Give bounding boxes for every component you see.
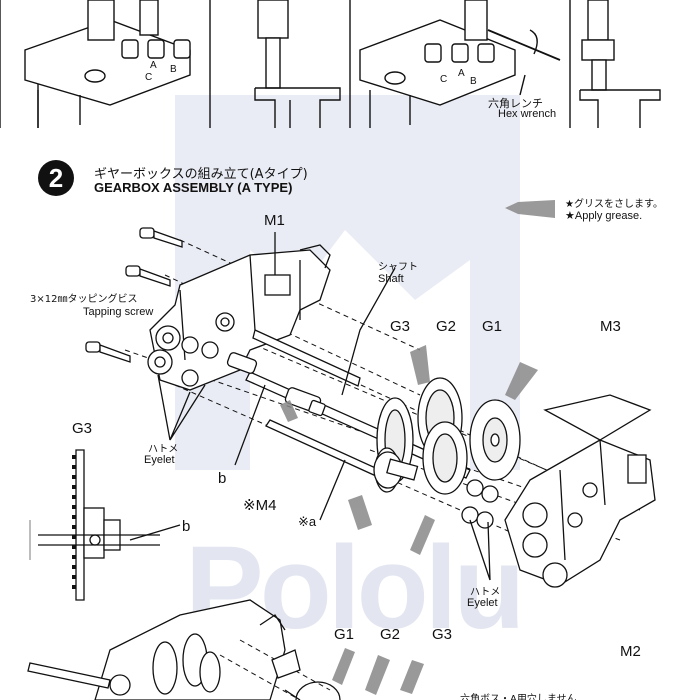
- grease-legend-jp: ★グリスをさします。: [565, 199, 663, 210]
- label-bottom-g2: G2: [380, 626, 401, 643]
- label-eyelet-en: Eyelet: [144, 454, 175, 466]
- pin-label-b1: B: [170, 64, 177, 75]
- label-g3-detail: G3: [72, 420, 93, 437]
- label-b-upper: b: [218, 470, 227, 487]
- step-title-jp: ギヤーボックスの組み立て(Aタイプ): [94, 167, 308, 182]
- label-b-lower: b: [182, 518, 191, 535]
- pin-label-b2: B: [470, 76, 477, 87]
- label-bottom-g3: G3: [432, 626, 453, 643]
- label-m4: ※M4: [243, 497, 277, 514]
- pin-label-c1: C: [145, 72, 153, 83]
- pin-label-a1: A: [150, 60, 157, 71]
- pin-label-c2: C: [440, 74, 448, 85]
- label-eyelet2-jp: ハトメ: [470, 587, 501, 598]
- label-m3: M3: [600, 318, 621, 335]
- grease-legend-en: ★Apply grease.: [565, 210, 643, 222]
- label-m1: M1: [264, 212, 285, 229]
- label-g2: G2: [436, 318, 457, 335]
- label-g3: G3: [390, 318, 411, 335]
- label-a: ※a: [298, 514, 317, 529]
- label-bottom-g1: G1: [334, 626, 355, 643]
- label-g1: G1: [482, 318, 503, 335]
- hex-wrench-label-jp: 六角レンチ: [488, 97, 543, 110]
- pin-label-a2: A: [458, 68, 465, 79]
- step-title-en: GEARBOX ASSEMBLY (A TYPE): [94, 180, 293, 195]
- label-eyelet-jp: ハトメ: [148, 444, 179, 455]
- step-number-badge: 2: [38, 160, 74, 196]
- label-m2: M2: [620, 643, 641, 660]
- label-screw-en: Tapping screw: [83, 306, 154, 318]
- hex-wrench-label-en: Hex wrench: [498, 108, 557, 120]
- label-shaft-jp: シャフト: [378, 262, 418, 273]
- label-eyelet2-en: Eyelet: [467, 597, 498, 609]
- label-screw-jp: 3×12㎜タッピングビス: [30, 294, 138, 305]
- bottom-note-jp: 六角ボス・A用穴しません: [460, 694, 577, 700]
- label-shaft-en: Shaft: [378, 273, 404, 285]
